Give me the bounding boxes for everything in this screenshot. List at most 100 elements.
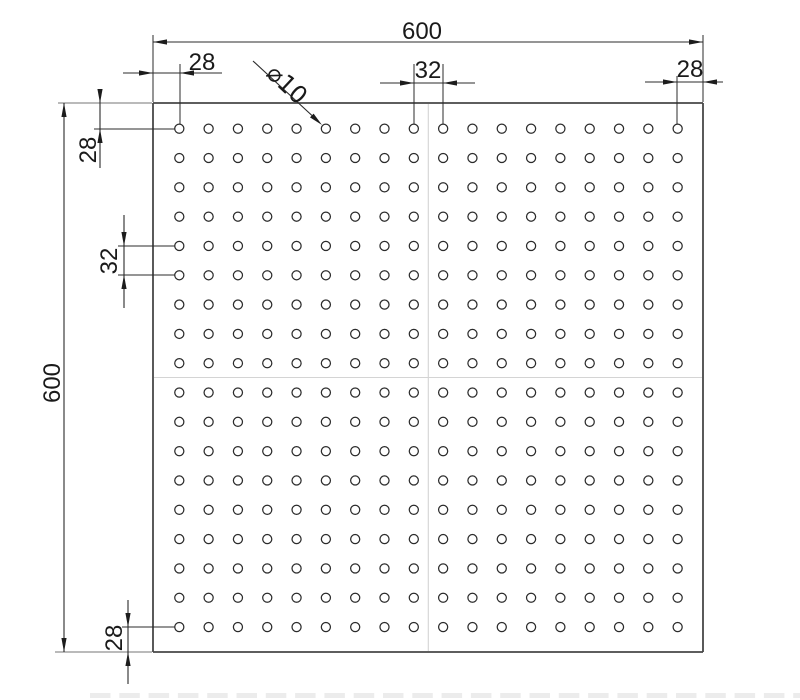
hole: [291, 240, 302, 252]
hole: [467, 621, 478, 633]
hole: [672, 563, 683, 574]
hole: [467, 504, 478, 515]
hole: [350, 592, 361, 603]
hole: [262, 182, 273, 193]
hole: [232, 445, 244, 457]
hole: [672, 621, 683, 633]
hole: [643, 328, 654, 340]
hole-grid: [174, 123, 683, 633]
hole: [437, 358, 449, 369]
dim-text-hole-pitch-horizontal: 32: [415, 57, 442, 84]
hole: [203, 182, 214, 193]
hole: [555, 416, 566, 428]
hole: [203, 152, 214, 164]
hole: [584, 533, 595, 545]
hole: [584, 358, 595, 369]
hole: [555, 358, 566, 369]
hole: [203, 328, 214, 340]
hole: [672, 445, 683, 457]
hole: [584, 299, 595, 310]
hole: [408, 152, 419, 164]
hole: [350, 358, 361, 369]
hole: [203, 504, 214, 515]
hole: [525, 387, 537, 398]
hole: [672, 152, 683, 164]
hole: [437, 328, 449, 340]
hole: [672, 240, 683, 252]
hole: [584, 621, 595, 633]
hole: [613, 328, 625, 340]
hole: [584, 152, 595, 164]
hole: [672, 387, 683, 398]
arrowhead-up-icon: [61, 103, 67, 117]
hole: [379, 270, 390, 281]
hole: [408, 533, 419, 545]
hole: [467, 445, 478, 457]
hole: [437, 475, 449, 486]
hole: [379, 328, 390, 340]
hole: [232, 328, 244, 340]
hole: [643, 621, 654, 633]
hole: [350, 211, 361, 222]
hole: [262, 358, 273, 369]
hole: [555, 475, 566, 486]
hole: [232, 240, 244, 252]
hole: [613, 563, 625, 574]
hole: [379, 621, 390, 633]
hole: [232, 475, 244, 486]
hole: [262, 445, 273, 457]
dim-text-hole-pitch-vertical: 32: [96, 248, 123, 275]
hole: [203, 592, 214, 603]
hole: [203, 563, 214, 574]
hole: [408, 475, 419, 486]
hole: [408, 328, 419, 340]
hole: [174, 123, 185, 134]
hole: [496, 358, 507, 369]
hole: [291, 152, 302, 164]
hole: [643, 504, 654, 515]
hole: [467, 123, 478, 134]
hole: [408, 563, 419, 574]
hole: [525, 563, 537, 574]
hole: [467, 563, 478, 574]
hole: [174, 328, 185, 340]
hole: [232, 182, 244, 193]
hole: [232, 211, 244, 222]
hole: [174, 240, 185, 252]
hole: [467, 533, 478, 545]
hole: [408, 416, 419, 428]
arrowhead-leader-icon: [310, 113, 322, 125]
hole: [408, 299, 419, 310]
hole: [525, 621, 537, 633]
hole: [203, 299, 214, 310]
hole: [291, 299, 302, 310]
hole: [408, 621, 419, 633]
hole: [437, 240, 449, 252]
hole: [672, 299, 683, 310]
hole: [525, 270, 537, 281]
hole: [437, 533, 449, 545]
hole: [584, 445, 595, 457]
hole: [320, 270, 332, 281]
hole: [350, 563, 361, 574]
hole: [350, 270, 361, 281]
hole: [437, 563, 449, 574]
hole: [408, 123, 419, 134]
hole: [291, 358, 302, 369]
hole: [643, 475, 654, 486]
hole: [291, 387, 302, 398]
hole: [379, 182, 390, 193]
hole: [350, 299, 361, 310]
hole: [379, 416, 390, 428]
arrowhead-up-icon: [121, 275, 127, 289]
dim-edge-offset-top-left: 28: [123, 49, 222, 76]
hole: [555, 592, 566, 603]
hole: [496, 270, 507, 281]
hole: [350, 240, 361, 252]
hole: [672, 358, 683, 369]
hole: [584, 328, 595, 340]
hole: [525, 328, 537, 340]
hole: [525, 123, 537, 134]
hole: [496, 504, 507, 515]
hole: [408, 240, 419, 252]
